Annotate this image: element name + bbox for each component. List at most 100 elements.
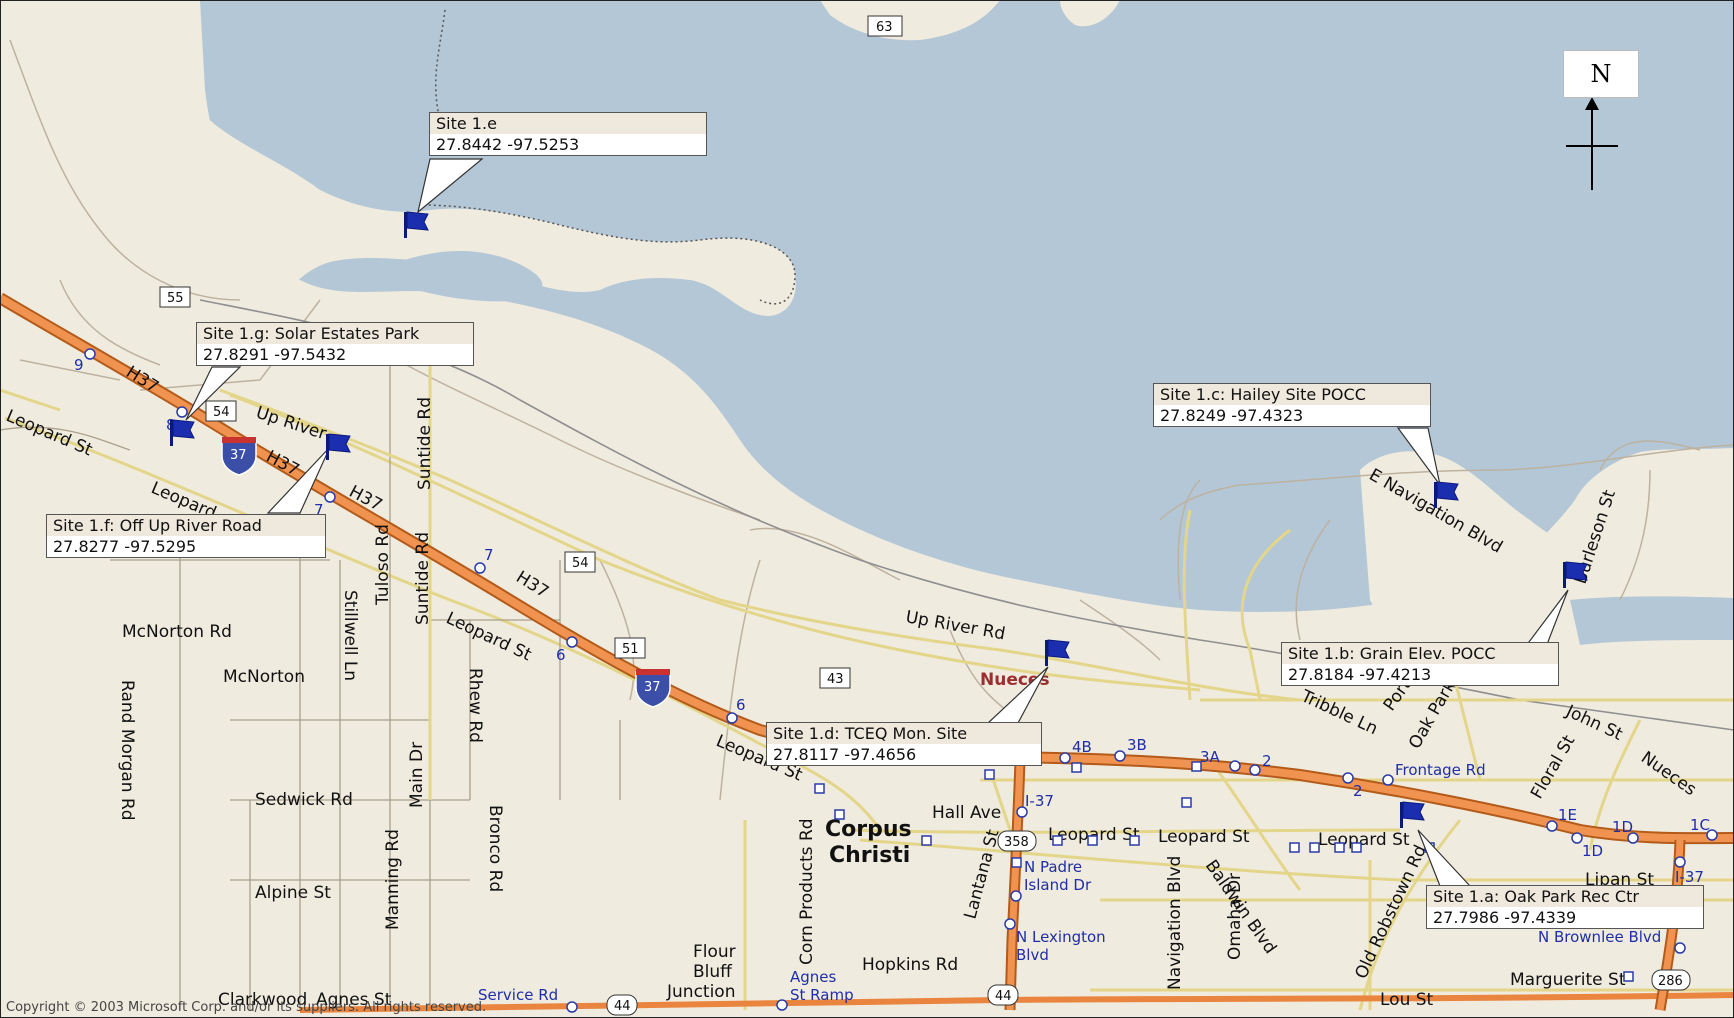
svg-text:51: 51 [622,642,639,657]
padre-island-highway-fill [1006,759,1024,1011]
place-label-bluff: Bluff [693,962,733,982]
land-peninsula [0,0,796,330]
road-label-lou: Lou St [1380,990,1434,1010]
svg-text:1D: 1D [1612,818,1633,836]
shield-54-west: 54 [205,400,237,422]
copyright-notice: Copyright © 2003 Microsoft Corp. and/or … [6,1000,487,1015]
callout-site-1f[interactable]: Site 1.f: Off Up River Road 27.8277 -97.… [46,514,326,558]
road-label-service: Service Rd [478,986,558,1004]
road-label-clarkwood: Clarkwood [218,990,307,1010]
svg-text:37: 37 [230,448,247,463]
shield-63: 63 [867,15,903,37]
road-label-leopard-e: Leopard St [1048,825,1140,845]
road-label-rhew: Rhew Rd [465,668,485,743]
road-label-main: Main Dr [407,742,427,808]
interstate-shield-37-east: 37 [635,669,671,708]
callout-title: Site 1.d: TCEQ Mon. Site [767,723,1041,744]
flag-site-1d-icon [1045,639,1070,666]
harbor-channel [1570,596,1734,645]
svg-text:2: 2 [1353,782,1363,800]
shield-44-west: 44 [606,994,638,1016]
road-label-hall: Hall Ave [932,803,1001,823]
svg-text:6: 6 [736,696,746,714]
road-label-rand-morgan: Rand Morgan Rd [117,680,137,821]
svg-text:37: 37 [644,680,661,695]
road-label-agnes: Agnes St [316,990,392,1010]
callout-coords: 27.8184 -97.4213 [1282,664,1558,685]
shield-51: 51 [614,637,646,659]
svg-text:4B: 4B [1072,738,1092,756]
road-label-omaha: Omaha Dr [1225,873,1245,960]
flag-site-1b-icon [1563,561,1588,588]
callout-coords: 27.8442 -97.5253 [430,134,706,155]
callout-site-1b[interactable]: Site 1.b: Grain Elev. POCC 27.8184 -97.4… [1281,642,1559,686]
site-flags [170,211,1588,828]
svg-text:9: 9 [74,356,84,374]
flag-site-1a-icon [1400,801,1425,828]
road-label-marguerite: Marguerite St [1510,970,1626,990]
callout-site-1a[interactable]: Site 1.a: Oak Park Rec Ctr 27.7986 -97.4… [1426,885,1704,929]
callout-title: Site 1.c: Hailey Site POCC [1154,384,1430,405]
road-label-leopard-f: Leopard St [1158,827,1250,847]
place-label-christi: Christi [829,843,910,868]
road-label-bronco: Bronco Rd [485,805,505,892]
road-label-corn-products: Corn Products Rd [797,818,817,965]
svg-text:7: 7 [314,501,324,519]
shield-54-east: 54 [564,551,596,573]
svg-text:44: 44 [614,999,631,1014]
flag-site-1f-icon [326,433,351,460]
place-label-junction: Junction [666,982,735,1002]
road-label-manning: Manning Rd [383,829,403,930]
up-river-road [219,388,1301,702]
svg-text:43: 43 [827,672,844,687]
shield-43: 43 [819,667,851,689]
road-label-hopkins: Hopkins Rd [862,955,958,975]
road-label-agnes-ramp-1: Agnes [790,968,837,986]
road-label-frontage: Frontage Rd [1395,761,1486,779]
svg-text:54: 54 [213,405,230,420]
road-label-i37-east: I-37 [1675,868,1704,886]
road-label-sedwick: Sedwick Rd [255,790,353,810]
svg-text:63: 63 [876,20,893,35]
svg-text:3A: 3A [1200,748,1221,766]
svg-text:286: 286 [1658,974,1683,989]
callout-coords: 27.8117 -97.4656 [767,744,1041,765]
route-shields: 63 55 54 54 51 43 358 44 44 286 [159,15,1691,1016]
callout-title: Site 1.f: Off Up River Road [47,515,325,536]
north-shore [820,0,1000,41]
svg-text:1C: 1C [1690,816,1710,834]
road-label-mcnorton-rd: McNorton Rd [122,622,232,642]
shield-286: 286 [1651,969,1691,991]
road-label-n-brownlee: N Brownlee Blvd [1538,928,1661,946]
svg-text:7: 7 [484,546,494,564]
svg-text:1E: 1E [1558,806,1577,824]
north-arrow-icon [1566,97,1618,190]
north-shore-2 [1060,0,1120,27]
svg-text:1D: 1D [1582,842,1603,860]
callout-site-1g[interactable]: Site 1.g: Solar Estates Park 27.8291 -97… [196,322,474,366]
svg-text:2: 2 [1262,752,1272,770]
flag-site-1e-icon [404,211,429,238]
road-label-tuloso: Tuloso Rd [373,524,393,606]
callout-title: Site 1.a: Oak Park Rec Ctr [1427,886,1703,907]
svg-text:54: 54 [572,556,589,571]
road-label-suntide-a: Suntide Rd [415,397,435,490]
callout-site-1d[interactable]: Site 1.d: TCEQ Mon. Site 27.8117 -97.465… [766,722,1042,766]
road-label-blvd: Blvd [1016,946,1049,964]
road-label-i37-west: I-37 [1025,792,1054,810]
callout-coords: 27.7986 -97.4339 [1427,907,1703,928]
callout-title: Site 1.e [430,113,706,134]
svg-text:44: 44 [995,989,1012,1004]
road-label-n-lexington: N Lexington [1016,928,1106,946]
callout-title: Site 1.b: Grain Elev. POCC [1282,643,1558,664]
callout-site-1e[interactable]: Site 1.e 27.8442 -97.5253 [429,112,707,156]
inlet-water [390,250,543,302]
road-label-suntide-b: Suntide Rd [413,532,433,625]
flag-site-1c-icon [1434,481,1459,508]
svg-text:55: 55 [167,291,184,306]
place-label-flour: Flour [693,942,736,962]
callout-title: Site 1.g: Solar Estates Park [197,323,473,344]
road-label-n-padre: N Padre [1024,858,1082,876]
callout-site-1c[interactable]: Site 1.c: Hailey Site POCC 27.8249 -97.4… [1153,383,1431,427]
